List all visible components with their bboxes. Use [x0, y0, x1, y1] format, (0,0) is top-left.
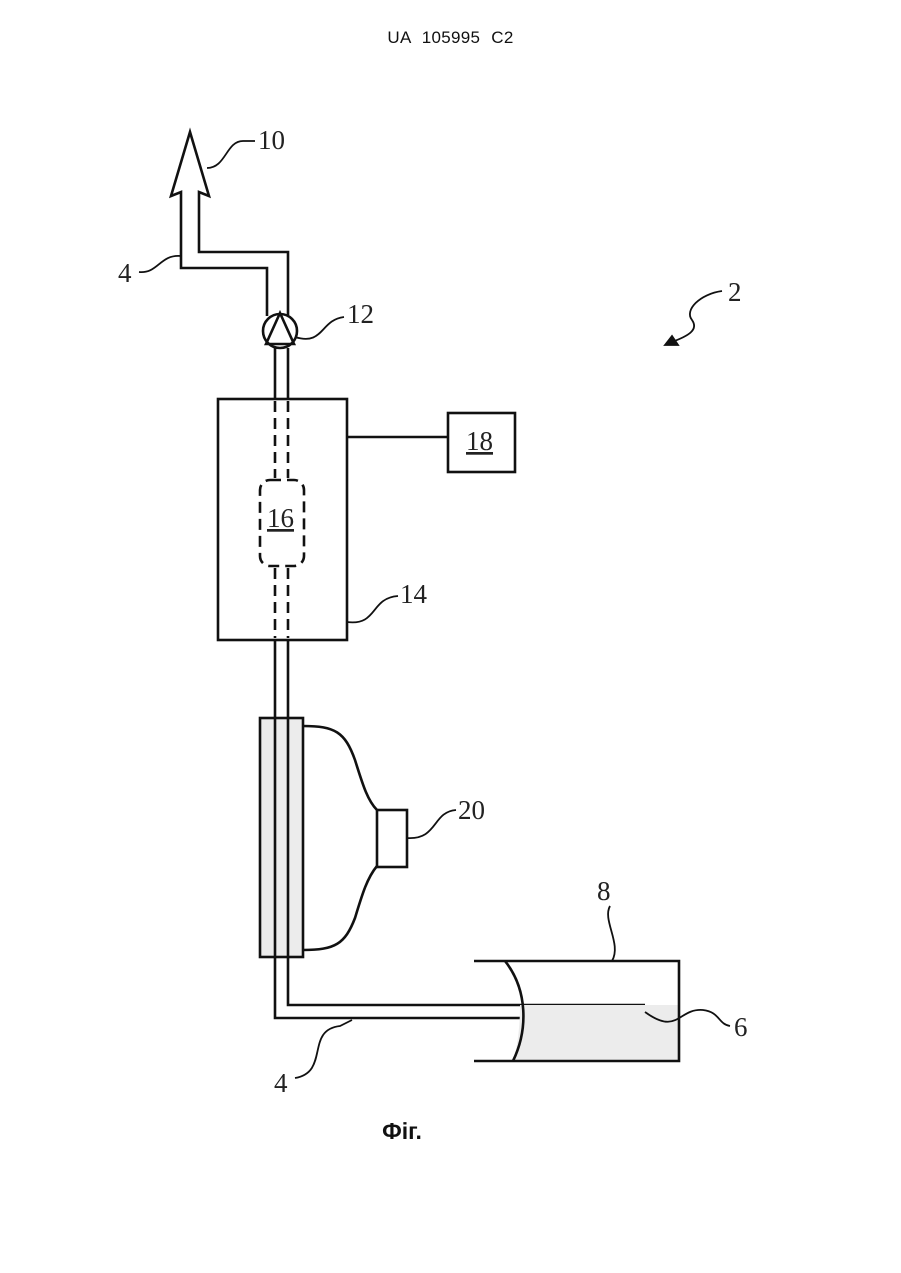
vessel-liquid: [513, 1005, 679, 1061]
outlet-arrow: [171, 132, 209, 244]
pump-symbol: [263, 313, 297, 348]
label-outlet: 10: [258, 125, 285, 155]
leader-2-arrowhead: [665, 336, 678, 345]
leader-4-upper: [139, 256, 181, 272]
label-conduit-upper: 4: [118, 258, 132, 288]
leader-4-lower: [295, 1020, 352, 1078]
sensor-cable-upper: [303, 726, 377, 810]
leader-14: [347, 596, 398, 622]
label-unit-housing: 14: [400, 579, 428, 609]
figure-caption: Фіг.: [0, 1118, 804, 1145]
leader-2-arrow: [672, 291, 722, 342]
sensor-cable-lower: [303, 866, 377, 950]
leader-12: [295, 317, 344, 339]
label-conduit-lower: 4: [274, 1068, 288, 1098]
conduit-housing-sensor: [275, 640, 288, 718]
conduit-upper-outer: [181, 244, 267, 316]
label-sensor: 20: [458, 795, 485, 825]
label-controller: 18: [466, 426, 493, 456]
leader-20: [407, 810, 456, 838]
label-system: 2: [728, 277, 742, 307]
sensor-tube: [260, 718, 303, 957]
conduit-lower-inner: [288, 957, 645, 1005]
label-inner-element: 16: [267, 503, 294, 533]
leader-10: [207, 141, 255, 168]
label-pump: 12: [347, 299, 374, 329]
sensor-box: [377, 810, 407, 867]
conduit-upper-inner: [199, 244, 288, 316]
leader-8: [608, 906, 615, 961]
label-needle-tip: 6: [734, 1012, 748, 1042]
label-vessel: 8: [597, 876, 611, 906]
conduit-pump-housing: [275, 348, 288, 399]
